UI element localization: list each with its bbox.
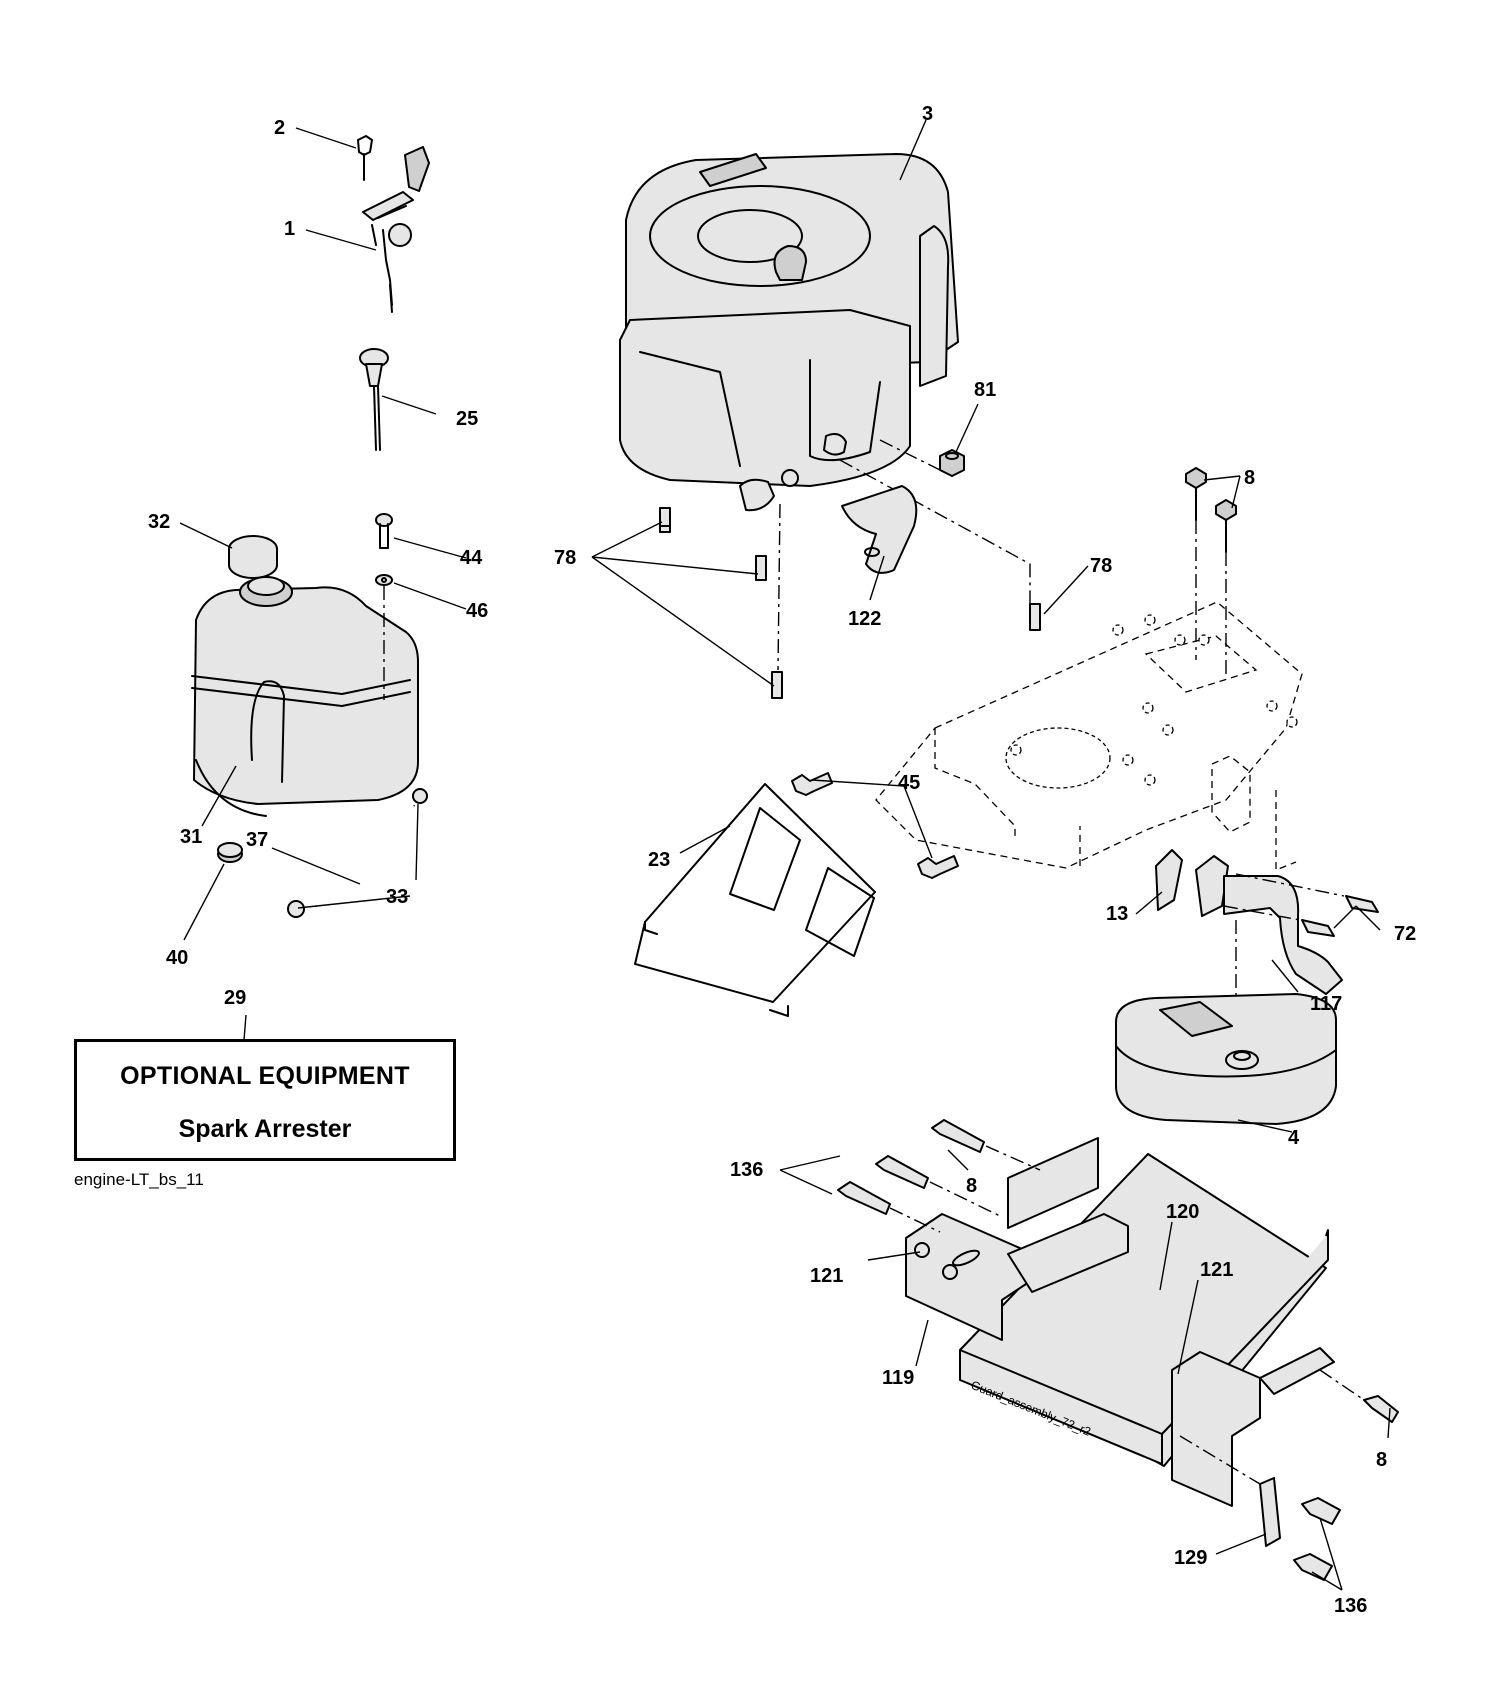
throttle-control — [357, 135, 430, 313]
callout-labels: 2 1 3 25 32 44 46 31 37 33 40 29 81 78 7… — [148, 103, 1416, 1617]
optional-equipment-box: OPTIONAL EQUIPMENT Spark Arrester — [74, 1039, 456, 1161]
callout-119: 119 — [882, 1367, 914, 1389]
callout-117: 117 — [1310, 993, 1342, 1015]
callout-129: 129 — [1174, 1547, 1207, 1569]
callout-122: 122 — [848, 608, 881, 630]
frame-bolts-top — [1185, 467, 1237, 676]
optional-equipment-title: OPTIONAL EQUIPMENT — [120, 1062, 410, 1090]
muffler — [1115, 993, 1337, 1125]
choke-knob — [359, 348, 389, 451]
callout-81: 81 — [974, 379, 996, 401]
callout-8-middle: 8 — [966, 1175, 977, 1197]
shield-plate — [634, 772, 959, 1017]
figure-id: engine-LT_bs_11 — [74, 1170, 204, 1189]
callout-8-bottom: 8 — [1376, 1449, 1387, 1471]
tractor-frame — [875, 601, 1303, 871]
callout-120: 120 — [1166, 1201, 1199, 1223]
callout-121-right: 121 — [1200, 1259, 1233, 1281]
fuel-tank — [191, 535, 419, 817]
callout-45: 45 — [898, 772, 920, 794]
callout-25: 25 — [456, 408, 478, 430]
callout-37: 37 — [246, 829, 268, 851]
optional-equipment-subtitle: Spark Arrester — [178, 1115, 352, 1143]
callout-32: 32 — [148, 511, 170, 533]
callout-33: 33 — [386, 886, 408, 908]
engine-bolts — [659, 439, 1041, 699]
callout-31: 31 — [180, 826, 202, 848]
callout-4: 4 — [1288, 1127, 1300, 1149]
fuel-line — [217, 788, 428, 918]
callout-46: 46 — [466, 600, 488, 622]
callout-2: 2 — [274, 117, 285, 139]
callout-121-left: 121 — [810, 1265, 843, 1287]
callout-8-top: 8 — [1244, 467, 1255, 489]
callout-23: 23 — [648, 849, 670, 871]
engine-nut — [939, 449, 965, 477]
callout-3: 3 — [922, 103, 933, 125]
exhaust-pipe — [1155, 849, 1379, 1000]
tank-screw — [375, 513, 393, 700]
heat-shield — [841, 485, 918, 574]
callout-78-left: 78 — [554, 547, 576, 569]
callout-136-left: 136 — [730, 1159, 763, 1181]
callout-136-bottom: 136 — [1334, 1595, 1367, 1617]
callout-72: 72 — [1394, 923, 1416, 945]
callout-1: 1 — [284, 218, 295, 240]
callout-29: 29 — [224, 987, 246, 1009]
guard-assembly: Guard_assembly_72_r2 — [837, 1119, 1399, 1581]
engine — [619, 153, 959, 512]
leader-lines — [179, 119, 1391, 1591]
callout-40: 40 — [166, 947, 188, 969]
callout-44: 44 — [460, 547, 483, 569]
callout-13: 13 — [1106, 903, 1128, 925]
callout-78-right: 78 — [1090, 555, 1112, 577]
